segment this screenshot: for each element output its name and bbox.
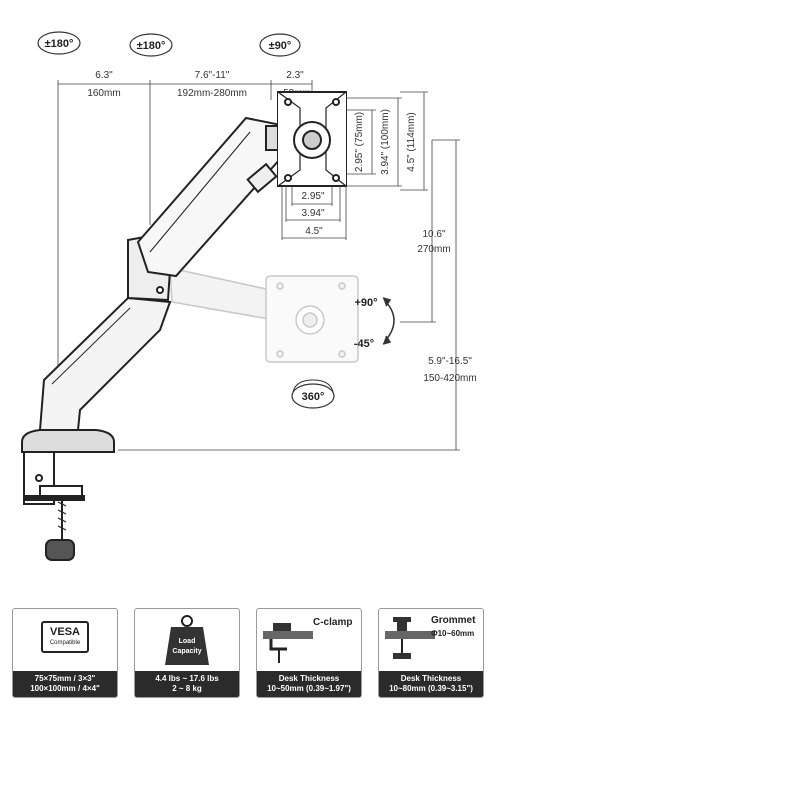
vesa-h-large: 4.5" [305, 226, 323, 237]
grommet-card-caption: Desk Thickness 10~80mm (0.39~3.15") [379, 671, 483, 697]
tilt-travel-mm: 270mm [417, 244, 450, 255]
weight-icon: Load Capacity [165, 615, 209, 665]
grommet-card-art: Grommet Φ10~60mm [379, 609, 483, 671]
vesa-badge-sub: Compatible [49, 640, 81, 646]
vesa-badge: VESA Compatible [41, 621, 89, 653]
load-line-1: 4.4 lbs ~ 17.6 lbs [155, 674, 219, 683]
clamp-line-1: Desk Thickness [278, 674, 340, 683]
load-card-art: Load Capacity [135, 609, 239, 671]
svg-text:±90°: ±90° [269, 40, 292, 52]
clamp-base [21, 429, 115, 561]
upper-arm [136, 116, 290, 278]
load-card: Load Capacity 4.4 lbs ~ 17.6 lbs 2 ~ 8 k… [134, 608, 240, 698]
vesa-line-1: 75×75mm / 3×3" [34, 674, 96, 683]
height-range-in: 5.9"-16.5" [428, 356, 472, 367]
dim-base-mm: 160mm [87, 88, 120, 99]
grommet-line-1: Desk Thickness [400, 674, 462, 683]
grommet-icon [385, 617, 435, 659]
dim-arm-in: 7.6"-11" [195, 70, 230, 81]
vesa-h-medium: 3.94" [301, 208, 324, 219]
clamp-card-caption: Desk Thickness 10~50mm (0.39~1.97") [257, 671, 361, 697]
tilt-down-label: -45° [354, 338, 374, 350]
vesa-plate [277, 91, 347, 187]
rotation-badge-arm: ±180° [129, 33, 173, 57]
clamp-card-art: C-clamp [257, 609, 361, 671]
vesa-vertical-dims [346, 91, 428, 191]
dim-arm-mm: 192mm-280mm [177, 88, 247, 99]
vesa-horizontal-dims [281, 186, 347, 240]
vesa-v-large: 4.5" (114mm) [406, 112, 417, 172]
height-dims [118, 139, 460, 451]
rotation-badge-base: ±180° [37, 31, 81, 55]
load-icon-main: Load [179, 638, 196, 645]
vesa-v-medium: 3.94" (100mm) [380, 109, 391, 175]
svg-text:±180°: ±180° [45, 38, 74, 50]
vesa-badge-title: VESA [50, 626, 80, 638]
tilt-up-label: +90° [354, 297, 377, 309]
tilt-travel-in: 10.6" [422, 229, 445, 240]
svg-text:±180°: ±180° [137, 40, 166, 52]
vesa-h-small: 2.95" [301, 191, 324, 202]
load-icon-sub: Capacity [172, 648, 201, 655]
clamp-title: C-clamp [313, 617, 353, 628]
svg-text:360°: 360° [302, 391, 325, 403]
clamp-card: C-clamp Desk Thickness 10~50mm (0.39~1.9… [256, 608, 362, 698]
vesa-card-caption: 75×75mm / 3×3" 100×100mm / 4×4" [13, 671, 117, 697]
swivel-badge: 360° [291, 379, 335, 409]
clamp-line-2: 10~50mm (0.39~1.97") [267, 684, 351, 693]
dim-offset-in: 2.3" [286, 70, 304, 81]
load-line-2: 2 ~ 8 kg [172, 684, 202, 693]
grommet-title: Grommet [431, 615, 476, 626]
load-card-caption: 4.4 lbs ~ 17.6 lbs 2 ~ 8 kg [135, 671, 239, 697]
tilt-arrow-icon [382, 297, 395, 345]
vesa-v-small: 2.95" (75mm) [354, 112, 365, 172]
grommet-subtitle: Φ10~60mm [431, 629, 475, 638]
vesa-card: VESA Compatible 75×75mm / 3×3" 100×100mm… [12, 608, 118, 698]
height-range-mm: 150-420mm [423, 373, 476, 384]
grommet-line-2: 10~80mm (0.39~3.15") [389, 684, 473, 693]
vesa-line-2: 100×100mm / 4×4" [30, 684, 100, 693]
dim-base-in: 6.3" [95, 70, 113, 81]
vesa-card-art: VESA Compatible [13, 609, 117, 671]
rotation-badge-head: ±90° [259, 33, 301, 57]
c-clamp-icon [263, 623, 313, 663]
grommet-card: Grommet Φ10~60mm Desk Thickness 10~80mm … [378, 608, 484, 698]
ghost-arm [169, 267, 359, 363]
